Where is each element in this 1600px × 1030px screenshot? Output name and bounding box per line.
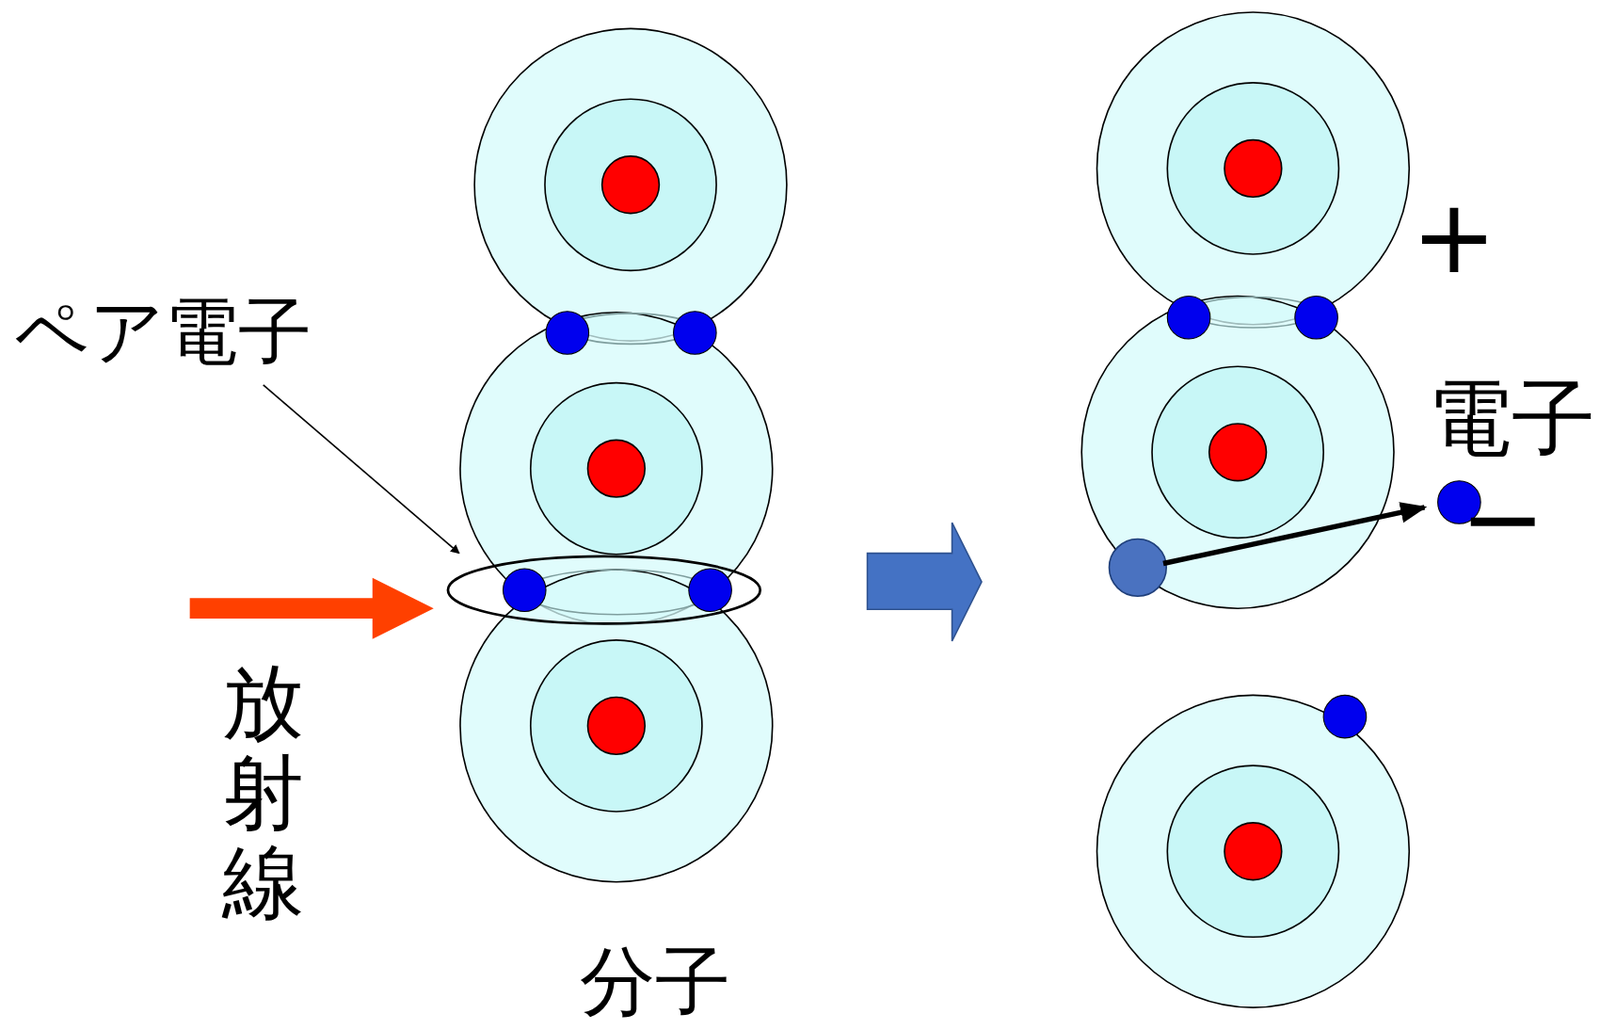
nucleus bbox=[587, 439, 645, 497]
molecule-label: 分子 bbox=[579, 944, 731, 1020]
leader-line bbox=[263, 384, 460, 554]
electron bbox=[1323, 694, 1367, 738]
radiation-arrow bbox=[190, 577, 434, 640]
inner-shell bbox=[1152, 366, 1324, 538]
nucleus bbox=[1224, 140, 1282, 198]
atom bbox=[1081, 295, 1394, 608]
nucleus bbox=[1224, 822, 1282, 880]
inner-shell bbox=[1167, 765, 1339, 937]
electron bbox=[545, 311, 590, 355]
electron-label: 電子 bbox=[1427, 376, 1596, 461]
radiation-label: 放射線 bbox=[222, 656, 304, 927]
atom bbox=[1096, 12, 1409, 325]
inner-shell bbox=[530, 640, 703, 812]
process-arrow bbox=[867, 522, 982, 641]
outer-shell bbox=[474, 28, 787, 341]
nucleus bbox=[587, 697, 645, 755]
electron bbox=[673, 311, 718, 355]
electron bbox=[1167, 295, 1211, 339]
atom bbox=[474, 28, 787, 341]
charge-sign: − bbox=[1460, 467, 1547, 570]
outer-shell bbox=[1096, 694, 1409, 1008]
charge-sign: + bbox=[1411, 186, 1498, 288]
inner-shell bbox=[544, 98, 717, 271]
nucleus bbox=[1209, 423, 1267, 481]
electron bbox=[1295, 295, 1339, 339]
bond-lens bbox=[523, 569, 711, 615]
nucleus bbox=[602, 156, 660, 214]
atom-group bbox=[460, 12, 1409, 1008]
atom bbox=[1096, 694, 1409, 1008]
ejected-electron-origin bbox=[1109, 538, 1168, 596]
inner-shell bbox=[530, 383, 703, 555]
pair-ellipse bbox=[448, 556, 761, 624]
inner-shell bbox=[1167, 82, 1339, 255]
outer-shell bbox=[1081, 295, 1394, 608]
callout-label: ペア電子 bbox=[14, 294, 312, 368]
outer-shell bbox=[1096, 12, 1409, 325]
electron bbox=[503, 568, 547, 612]
ejection-arrow bbox=[1163, 507, 1425, 564]
electron bbox=[688, 568, 733, 612]
